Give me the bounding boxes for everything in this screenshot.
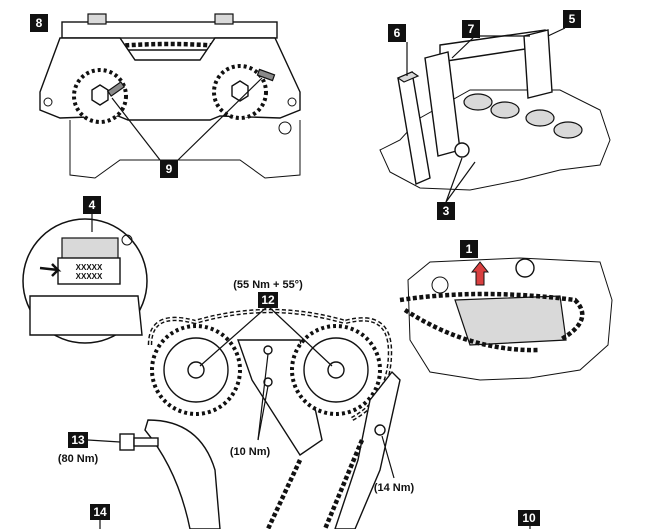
callout-6-box xyxy=(388,24,406,42)
leader-10nm-a xyxy=(257,353,269,441)
pivot-bolt xyxy=(454,142,470,158)
tensioner-pivot-bolt xyxy=(374,424,386,436)
tensioner-body xyxy=(454,295,567,346)
torque-guide-bolts: (10 Nm) xyxy=(230,446,271,458)
callout-1-box xyxy=(460,240,478,258)
locking-pin-left xyxy=(106,81,126,97)
camshaft-drive-panel: (55 Nm + 55°) (10 Nm) (14 Nm) (80 Nm) 12… xyxy=(58,279,540,529)
lower-chain-return xyxy=(403,308,541,353)
leader-3a xyxy=(445,157,463,203)
callout-5: 5 xyxy=(569,12,576,26)
callout-3-box xyxy=(437,202,455,220)
bolt-right xyxy=(231,80,249,102)
cylinder-head-outline xyxy=(69,120,301,179)
callout-6: 6 xyxy=(394,26,401,40)
bolt-left xyxy=(91,84,109,106)
callout-10: 10 xyxy=(522,511,536,525)
lower-chain xyxy=(399,291,585,342)
callout-4-box xyxy=(83,196,101,214)
block-bore xyxy=(431,276,449,294)
plug-bolt-head xyxy=(119,433,135,451)
pulley-small xyxy=(515,258,535,278)
callout-14-box xyxy=(90,504,110,520)
column-6-top xyxy=(396,71,420,83)
callout-8: 8 xyxy=(36,16,43,30)
leader-5 xyxy=(547,27,566,37)
marking-text-top: XXXXX xyxy=(76,263,103,272)
plug-bolt-thread xyxy=(133,437,159,447)
callout-1: 1 xyxy=(466,242,473,256)
chain-strand-right xyxy=(322,439,365,529)
callout-12: 12 xyxy=(261,293,275,307)
crankshaft-chain-panel: 1 xyxy=(399,240,613,381)
cam-lobe-4 xyxy=(553,121,583,139)
leader-7a xyxy=(451,35,476,59)
callout-10-box xyxy=(518,510,540,526)
guide-bolt-upper xyxy=(263,345,273,355)
leader-13 xyxy=(87,439,121,443)
leader-9a xyxy=(111,97,161,161)
chain-strand-left xyxy=(265,459,303,529)
cam-lobe-3 xyxy=(525,109,555,127)
block-outline xyxy=(407,257,613,381)
tab-hole-left xyxy=(43,97,53,107)
locking-bar-top xyxy=(61,21,278,39)
guide-rail-right xyxy=(334,370,401,529)
marking-detail-circle: XXXXX XXXXX 4 xyxy=(22,196,148,344)
tensioner-rail xyxy=(144,419,221,529)
tool-column-6 xyxy=(397,71,431,185)
torque-tensioner-pivot: (14 Nm) xyxy=(374,482,415,494)
tab-hole-right xyxy=(287,97,297,107)
callout-4: 4 xyxy=(89,198,96,212)
shaft-collar xyxy=(61,237,119,261)
head-outline-right xyxy=(379,89,611,191)
detail-hole xyxy=(121,234,133,246)
bar-lug-left xyxy=(87,13,107,25)
callout-7-box xyxy=(462,20,480,38)
tool-column-center xyxy=(424,51,461,157)
holding-tool-panel: 6 7 5 3 xyxy=(379,10,611,220)
head-bore xyxy=(278,121,292,135)
callout-9: 9 xyxy=(166,162,173,176)
leader-9b xyxy=(177,77,263,161)
callout-14: 14 xyxy=(93,505,107,519)
leader-12a xyxy=(199,305,269,367)
callout-13-box xyxy=(68,432,88,448)
locking-pin-right xyxy=(256,68,276,82)
callout-7: 7 xyxy=(468,22,475,36)
torque-plug-bolt: (80 Nm) xyxy=(58,453,99,465)
callout-5-box xyxy=(563,10,581,28)
callout-3: 3 xyxy=(443,204,450,218)
callout-9-box xyxy=(160,160,178,178)
marking-arrow xyxy=(39,263,62,277)
cam-lobe-2 xyxy=(490,101,520,119)
marking-text-bottom: XXXXX xyxy=(76,272,103,281)
leader-12b xyxy=(267,305,333,367)
leader-3b xyxy=(445,161,476,203)
marker-arrow-1 xyxy=(470,261,490,286)
torque-camshaft-bolts: (55 Nm + 55°) xyxy=(233,279,303,291)
leader-10nm-b xyxy=(257,385,269,441)
leader-14nm xyxy=(381,435,395,479)
callout-12-box xyxy=(258,292,278,308)
tool-column-5 xyxy=(523,29,553,99)
cam-lobe-1 xyxy=(463,93,493,111)
callout-8-box xyxy=(30,14,48,32)
shaft-body xyxy=(57,257,121,285)
bar-lug-right xyxy=(214,13,234,25)
callout-13: 13 xyxy=(71,433,85,447)
shaft-base xyxy=(29,295,143,336)
camshaft-locking-tool-panel: 8 9 xyxy=(30,13,301,179)
